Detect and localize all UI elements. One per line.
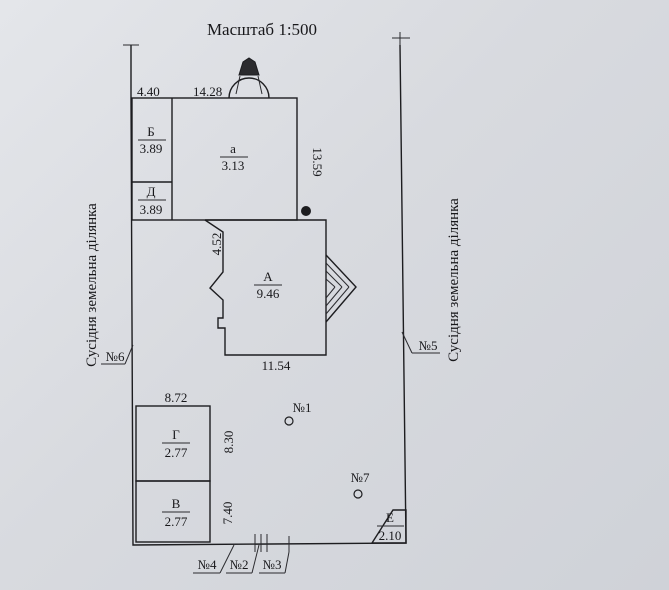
dim-top-main: 14.28: [193, 84, 222, 99]
porch-line-2: [257, 75, 263, 95]
point-5-leader: [401, 331, 413, 354]
label-D-area: 3.89: [140, 202, 163, 217]
stair-step-6: [325, 286, 336, 299]
stair-step-5: [325, 286, 343, 307]
point-1-label: №1: [293, 400, 312, 415]
point-2-leader: [251, 544, 260, 574]
porch-line-1: [235, 75, 241, 95]
point-1-marker: [284, 416, 294, 426]
point-3-leader: [284, 551, 290, 574]
building-A-outline: [204, 219, 327, 356]
dim-top-left: 4.40: [137, 84, 160, 99]
dim-V-side: 7.40: [220, 502, 235, 525]
label-a-area: 3.13: [222, 158, 245, 173]
stair-step-3: [325, 278, 336, 288]
label-E-area: 2.10: [379, 528, 402, 543]
neighbor-left-label: Сусідня земельна ділянка: [84, 203, 100, 367]
stair-step-1: [325, 262, 350, 288]
label-A-letter: А: [263, 269, 273, 284]
building-V-outline: [135, 480, 211, 543]
label-G-letter: Г: [172, 427, 180, 442]
point-4-leader: [219, 544, 235, 574]
stair-step-4: [325, 286, 350, 315]
label-G-area: 2.77: [165, 445, 188, 460]
plot-boundary: [130, 44, 407, 546]
label-E-letter: Е: [386, 510, 394, 525]
dim-a-side: 13.59: [310, 147, 325, 176]
point-2-label: №2: [230, 557, 249, 572]
dim-G-side: 8.30: [221, 431, 236, 454]
point-4-label: №4: [198, 557, 217, 572]
building-A-stairs: [325, 254, 357, 323]
label-B-letter: Б: [147, 124, 154, 139]
point-6-leader: [124, 344, 134, 365]
label-a-letter: а: [230, 141, 236, 156]
building-E-outline: [370, 509, 407, 544]
dim-G-top: 8.72: [165, 390, 188, 405]
point-3-label: №3: [263, 557, 282, 572]
point-7-marker: [353, 489, 363, 499]
well-marker: [301, 206, 311, 216]
neighbor-right-label: Сусідня земельна ділянка: [446, 198, 462, 362]
dim-A-bottom: 11.54: [262, 358, 291, 373]
porch-steps: [238, 57, 260, 76]
point-5-label: №5: [419, 338, 438, 353]
label-V-letter: В: [172, 496, 181, 511]
label-V-area: 2.77: [165, 514, 188, 529]
point-6-label: №6: [106, 349, 125, 364]
scale-title: Масштаб 1:500: [207, 20, 317, 39]
label-B-area: 3.89: [140, 141, 163, 156]
stair-step-2: [325, 270, 343, 288]
porch-arc: [228, 77, 270, 99]
label-D-letter: Д: [147, 184, 156, 199]
point-7-label: №7: [351, 470, 370, 485]
dim-A-inner: 4.52: [209, 233, 224, 256]
label-A-area: 9.46: [257, 286, 280, 301]
